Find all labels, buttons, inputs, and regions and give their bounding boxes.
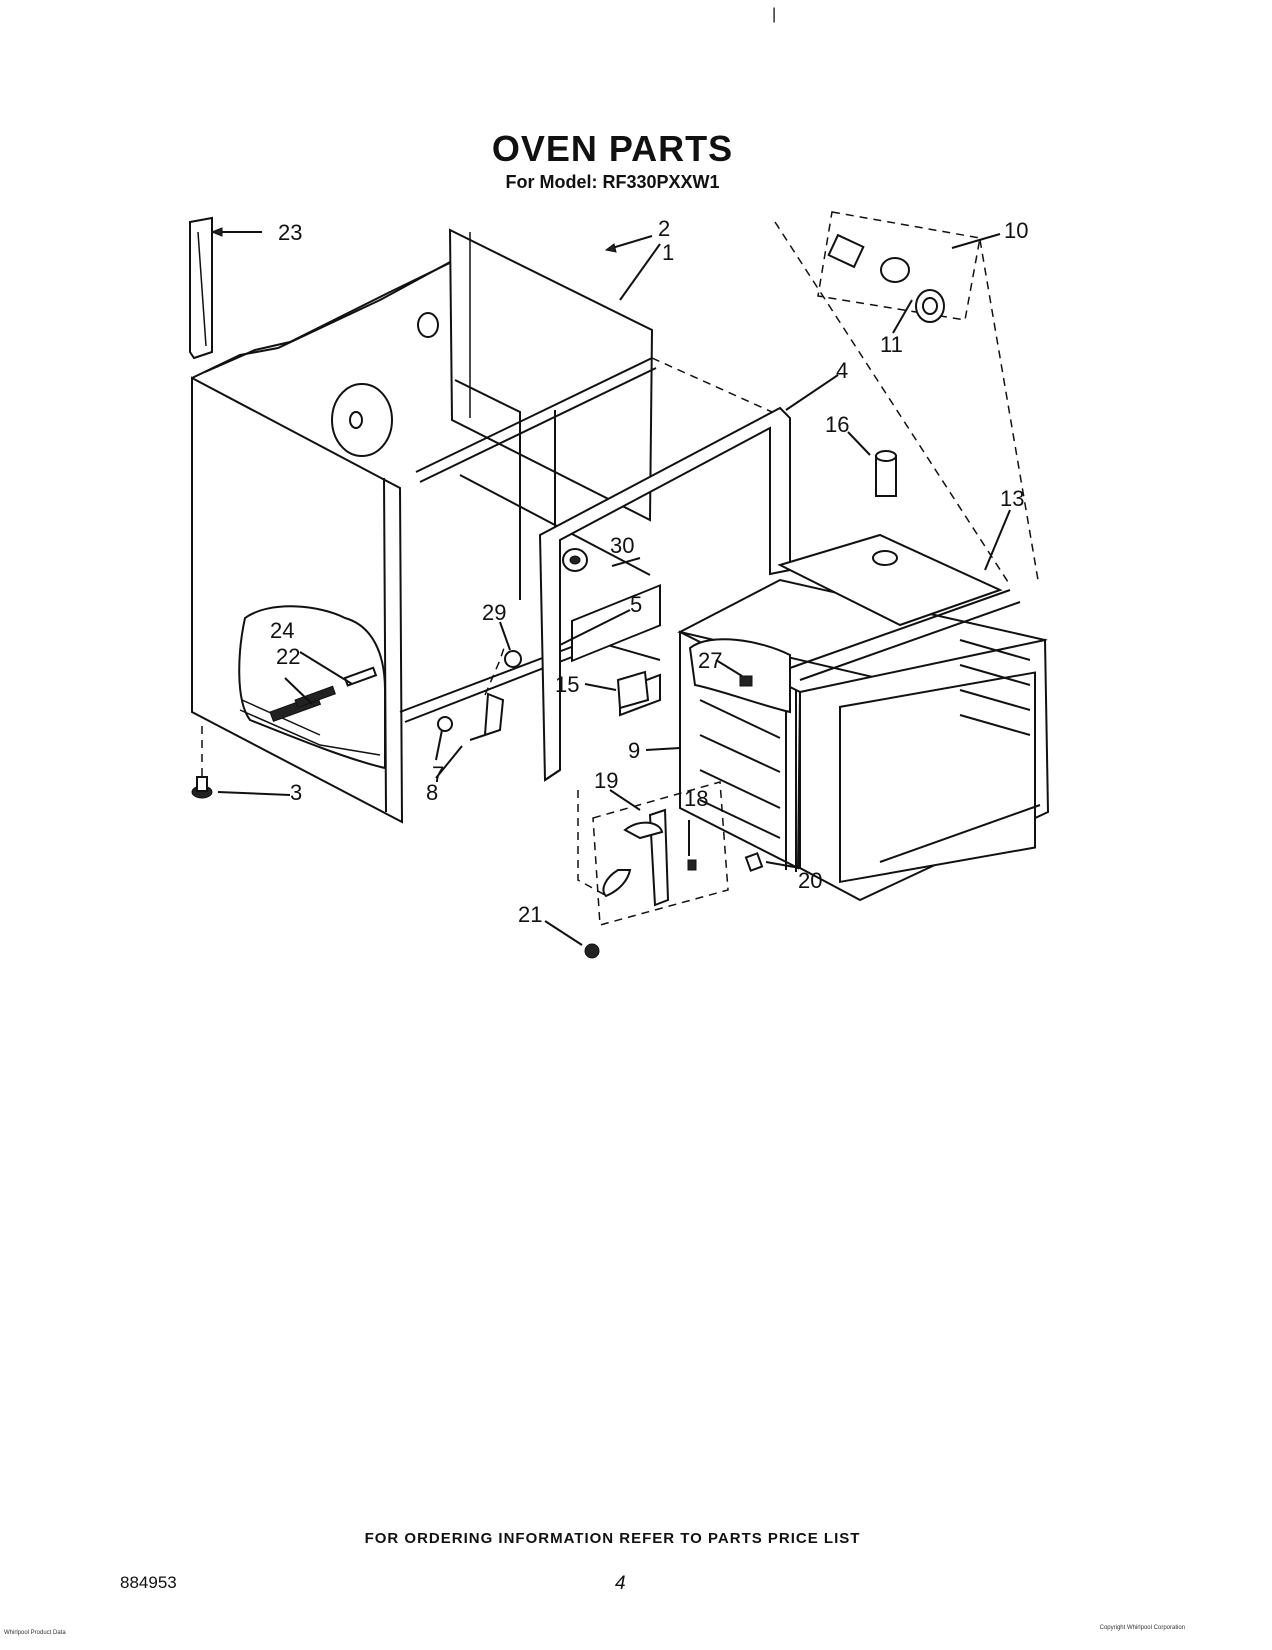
top-page-mark: |: [772, 6, 777, 23]
callout-23: 24: [270, 618, 294, 643]
callout-24: 23: [278, 220, 302, 245]
callout-30: 30: [610, 533, 634, 558]
vent-tube: [875, 450, 897, 497]
document-number: 884953: [120, 1573, 177, 1592]
bracket-15: [616, 670, 650, 710]
callout-3: 3: [290, 780, 302, 805]
callout-9: 9: [628, 738, 640, 763]
callout-13: 13: [1000, 486, 1024, 511]
part-29: [504, 650, 522, 668]
callout-8: 8: [426, 780, 438, 805]
callout-18: 18: [684, 786, 708, 811]
parts-22-23: [294, 666, 378, 709]
fine-print-right: Copyright Whirlpool Corporation: [1099, 1625, 1185, 1631]
leveling-foot: [191, 726, 213, 799]
page-title: OVEN PARTS: [491, 128, 734, 169]
callout-2: 2: [658, 216, 670, 241]
page-number: 4: [615, 1573, 626, 1594]
callout-20: 20: [798, 868, 822, 893]
callout-4: 4: [836, 358, 848, 383]
callout-19: 19: [594, 768, 618, 793]
callout-7: 7: [432, 762, 444, 787]
callout-29: 29: [482, 600, 506, 625]
ordering-note: FOR ORDERING INFORMATION REFER TO PARTS …: [364, 1530, 861, 1547]
parts-7-8: [437, 644, 506, 741]
callout-15: 15: [555, 672, 579, 697]
callout-16: 16: [825, 412, 849, 437]
callout-11: 11: [880, 332, 903, 357]
callout-21: 21: [518, 902, 542, 927]
callout-10: 10: [1004, 218, 1028, 243]
lamp-assembly: [774, 211, 1039, 586]
callout-labels: 23 2 1 10 11 4 16 13 30 5 29 15 27 9 7 8…: [270, 216, 1028, 927]
leader-lines: [210, 227, 1011, 946]
callout-22: 22: [276, 644, 300, 669]
model-subtitle: For Model: RF330PXXW1: [505, 172, 720, 192]
callout-27: 27: [698, 648, 722, 673]
vent-handle: [189, 216, 213, 360]
fine-print-left: Whirlpool Product Data: [4, 1630, 66, 1636]
door-latch-assembly: [577, 781, 764, 959]
callout-1: 1: [662, 240, 674, 265]
callout-5: 5: [630, 592, 642, 617]
oven-cavity: [677, 533, 1050, 902]
